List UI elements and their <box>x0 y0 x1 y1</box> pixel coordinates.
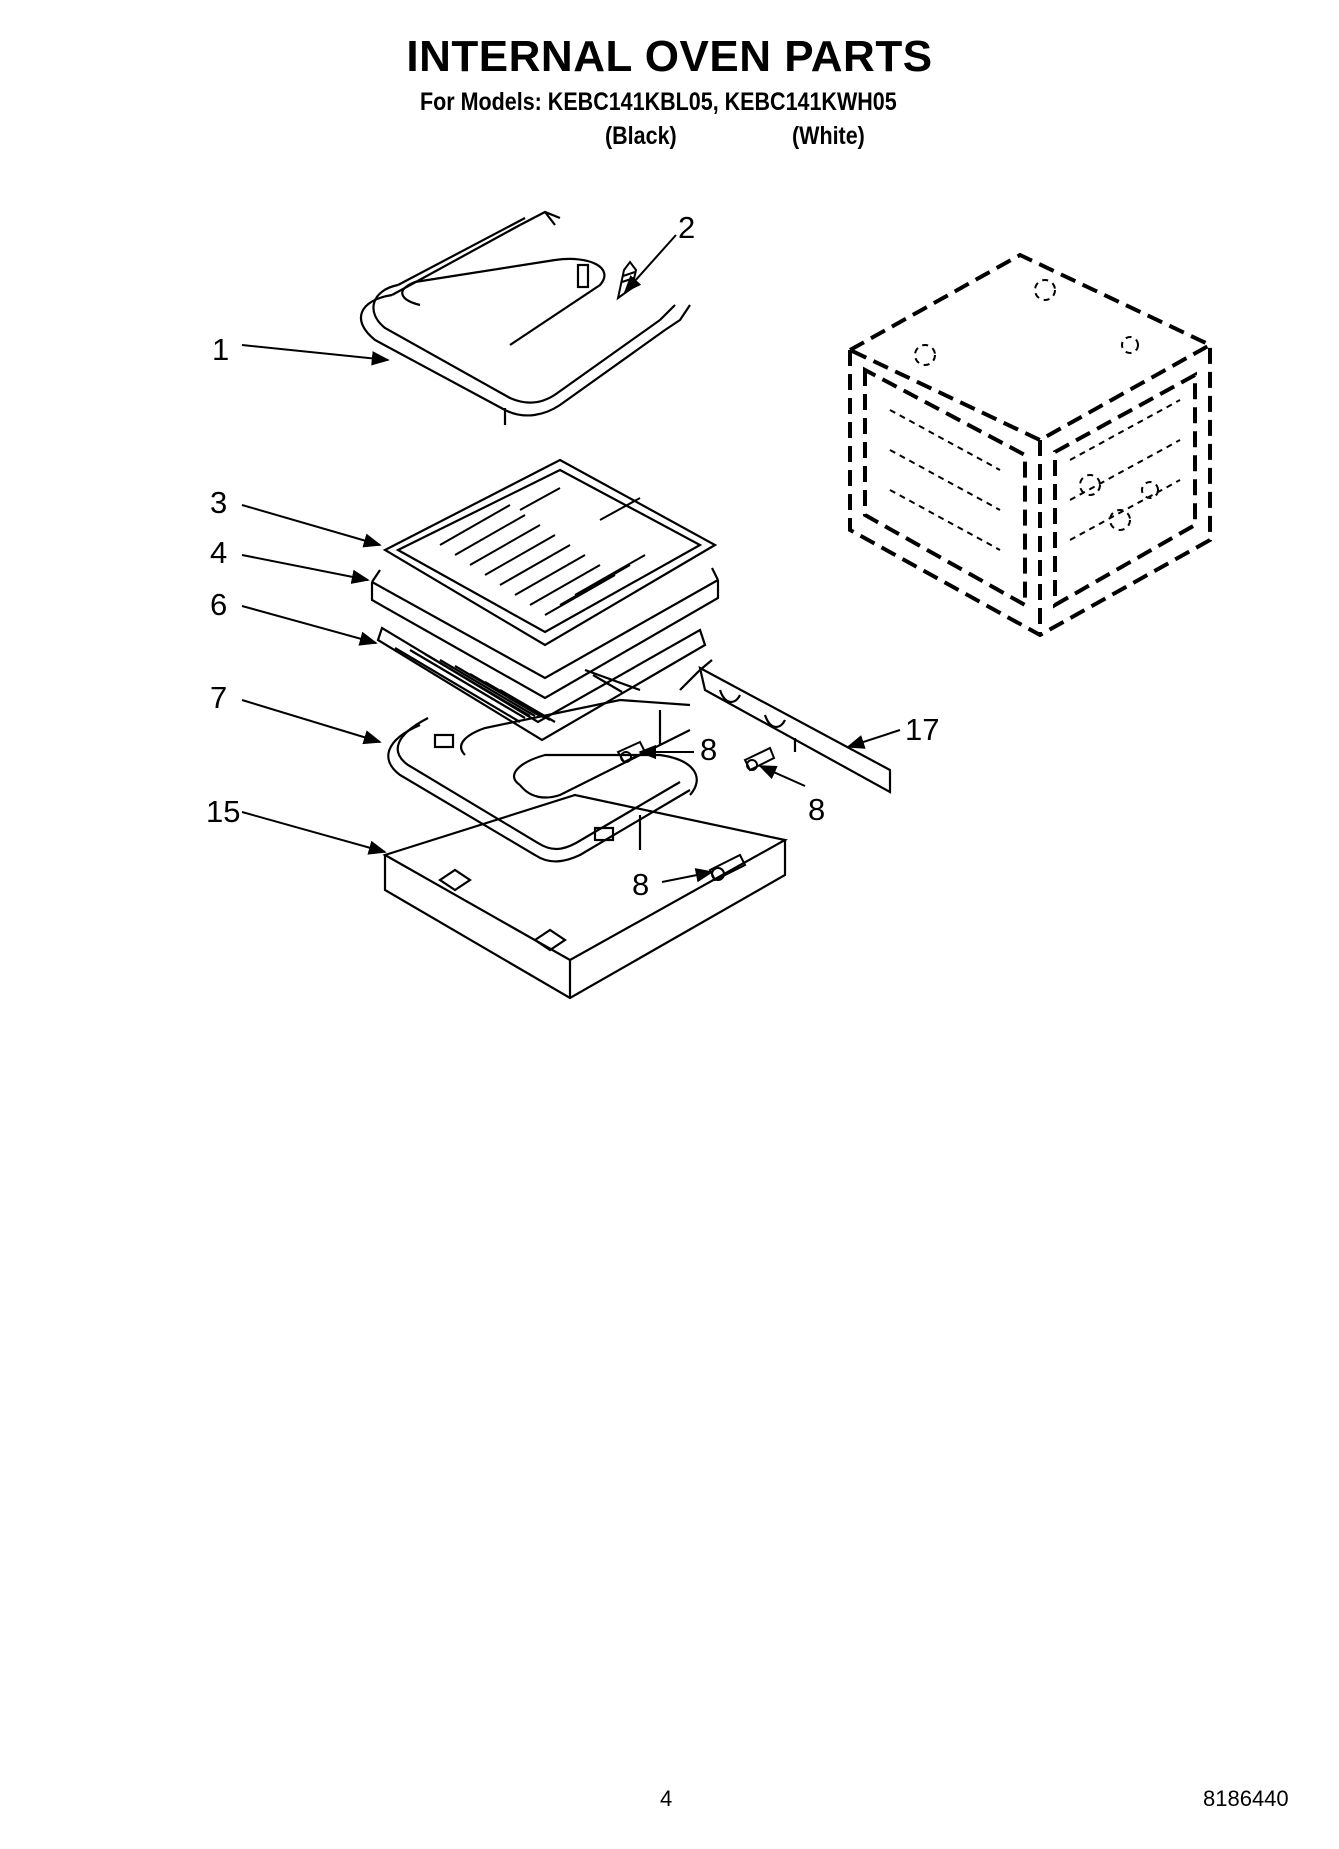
page-number: 4 <box>660 1786 673 1811</box>
oven-cavity-detail <box>889 279 1181 551</box>
callout-15: 15 <box>206 794 240 829</box>
callout-7: 7 <box>210 680 227 715</box>
callout-2: 2 <box>678 210 695 245</box>
bracket-part <box>698 665 892 794</box>
callout-1: 1 <box>212 332 229 367</box>
broiler-grid-slots <box>439 487 646 616</box>
callout-4: 4 <box>210 535 227 570</box>
callout-8c: 8 <box>632 867 649 902</box>
callout-8b: 8 <box>808 792 825 827</box>
bake-element-part <box>387 659 713 863</box>
screw-8b <box>743 746 776 772</box>
oven-cavity-outline <box>845 252 1215 638</box>
page-title: INTERNAL OVEN PARTS <box>406 32 933 81</box>
screw-8c <box>708 853 747 882</box>
document-number: 8186440 <box>1203 1786 1289 1811</box>
callout-17: 17 <box>905 712 939 747</box>
bottom-tray-part <box>382 793 789 1000</box>
broil-element-part <box>359 210 691 425</box>
leader-lines <box>241 234 901 883</box>
variant-white-label: (White) <box>792 122 865 150</box>
variant-black-label: (Black) <box>605 122 677 150</box>
screw-part <box>616 260 638 301</box>
broiler-pan-part <box>370 458 720 700</box>
callout-6: 6 <box>210 587 227 622</box>
models-line: For Models: KEBC141KBL05, KEBC141KWH05 <box>420 88 897 116</box>
oven-rack-part <box>376 626 707 742</box>
callout-8a: 8 <box>700 732 717 767</box>
callout-3: 3 <box>210 485 227 520</box>
